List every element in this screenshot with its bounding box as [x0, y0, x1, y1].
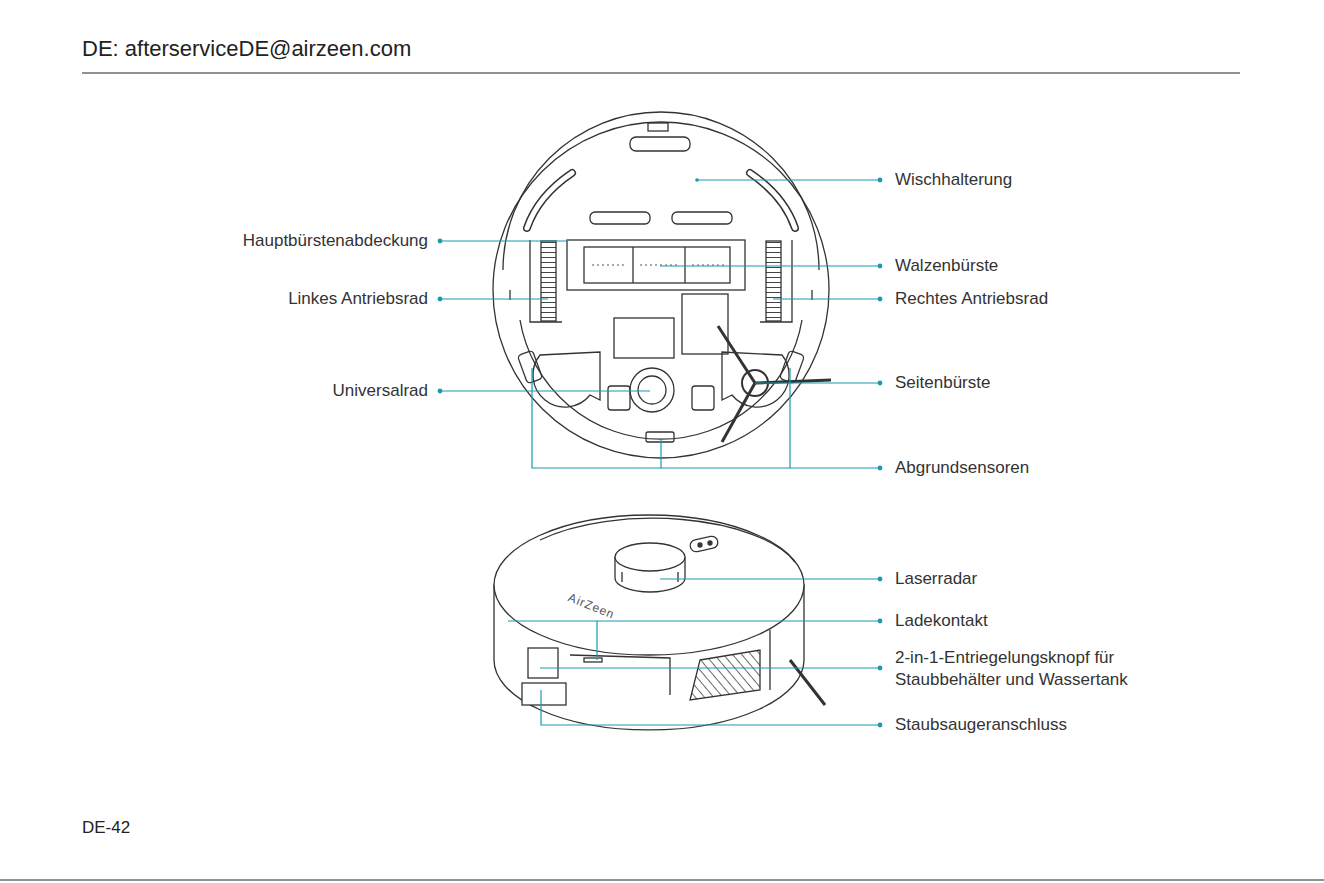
part-label: Seitenbürste	[895, 372, 990, 394]
part-label: Wischhalterung	[895, 169, 1012, 191]
part-label: Staubsaugeranschluss	[895, 714, 1067, 736]
part-label: Universalrad	[333, 380, 428, 402]
part-label: Hauptbürstenabdeckung	[243, 230, 428, 252]
part-label: Walzenbürste	[895, 255, 998, 277]
page-number: DE-42	[82, 817, 130, 839]
part-label: 2-in-1-Entriegelungsknopf für Staubbehäl…	[895, 647, 1157, 691]
part-label: Laserradar	[895, 568, 977, 590]
part-label: Ladekontakt	[895, 610, 988, 632]
part-label: Rechtes Antriebsrad	[895, 288, 1048, 310]
part-label: Linkes Antriebsrad	[288, 288, 428, 310]
page-header: DE: afterserviceDE@airzeen.com	[82, 35, 411, 63]
part-label: Abgrundsensoren	[895, 457, 1029, 479]
